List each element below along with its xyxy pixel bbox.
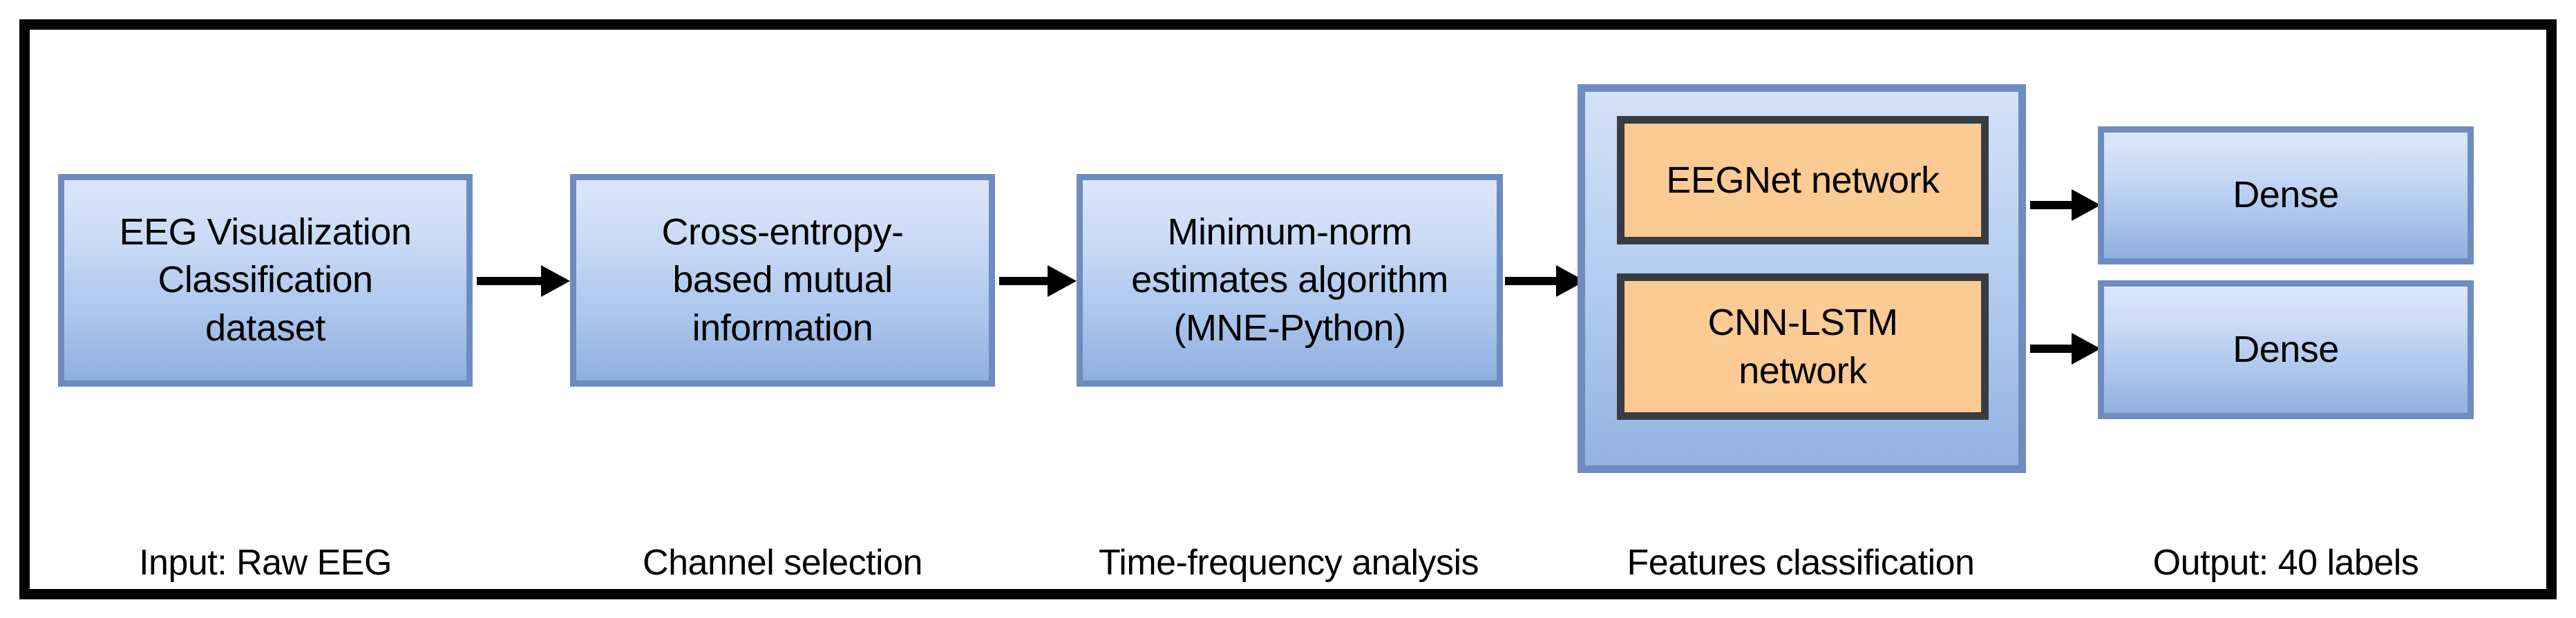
box-cnn-lstm-network-label: CNN-LSTM network [1707, 301, 1899, 392]
arrow-shaft [2030, 345, 2073, 353]
box-cnn-lstm-network[interactable]: CNN-LSTM network [1617, 273, 1989, 420]
box-eegnet-network-label: EEGNet network [1666, 159, 1940, 201]
arrow-timefreq-to-features [1505, 265, 1586, 297]
arrow-channel-to-timefreq [999, 265, 1077, 297]
arrow-shaft [999, 277, 1049, 285]
box-minimum-norm-estimates[interactable]: Minimum-norm estimates algorithm (MNE-Py… [1077, 174, 1503, 387]
box-dense-bottom-label: Dense [2233, 328, 2339, 370]
caption-input-raw-eeg: Input: Raw EEG [139, 543, 392, 583]
caption-output-40-labels: Output: 40 labels [2152, 543, 2419, 583]
arrow-head [541, 265, 570, 297]
arrow-head [1048, 265, 1077, 297]
box-input-dataset-label: EEG Visualization Classification dataset [119, 211, 412, 349]
caption-time-frequency-analysis: Time-frequency analysis [1098, 543, 1479, 583]
box-input-dataset[interactable]: EEG Visualization Classification dataset [58, 174, 473, 387]
arrow-shaft [477, 277, 542, 285]
box-dense-top[interactable]: Dense [2098, 126, 2474, 264]
arrow-eegnet-to-dense-top [2030, 189, 2101, 221]
caption-channel-selection: Channel selection [643, 543, 922, 583]
arrow-head [2072, 333, 2101, 365]
box-cross-entropy-mutual-information-label: Cross-entropy- based mutual information [661, 211, 904, 349]
arrow-cnnlstm-to-dense-bottom [2030, 333, 2101, 365]
caption-features-classification: Features classification [1627, 543, 1975, 583]
box-cross-entropy-mutual-information[interactable]: Cross-entropy- based mutual information [570, 174, 995, 387]
box-dense-top-label: Dense [2233, 174, 2339, 216]
box-eegnet-network[interactable]: EEGNet network [1617, 116, 1989, 244]
arrow-head [2072, 189, 2101, 221]
box-dense-bottom[interactable]: Dense [2098, 280, 2474, 419]
box-minimum-norm-estimates-label: Minimum-norm estimates algorithm (MNE-Py… [1131, 211, 1448, 349]
arrow-shaft [2030, 201, 2073, 209]
arrow-shaft [1505, 277, 1557, 285]
arrow-input-to-channel [477, 265, 570, 297]
